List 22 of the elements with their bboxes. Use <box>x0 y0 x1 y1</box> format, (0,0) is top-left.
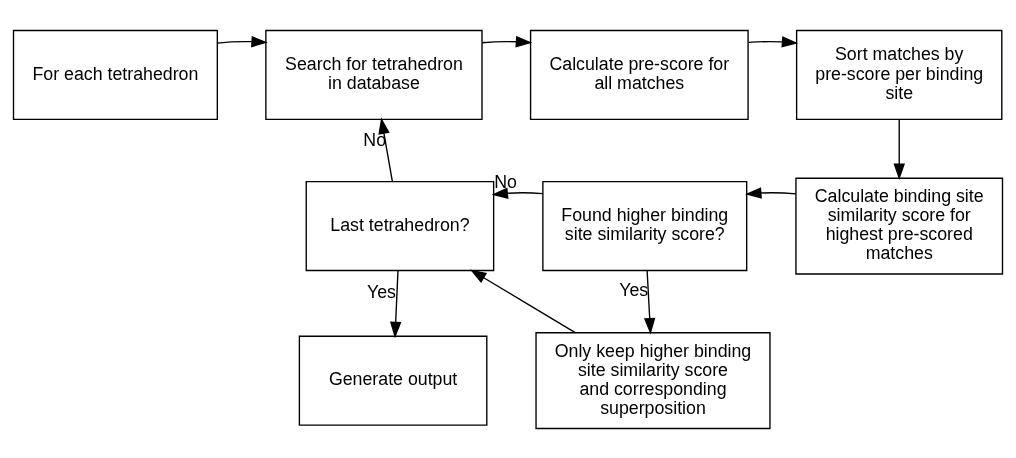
node-box: Search for tetrahedron in database <box>265 29 483 120</box>
node-box: Calculate pre-score for all matches <box>529 29 749 120</box>
edge-label: Yes <box>619 279 649 300</box>
arrow <box>491 186 544 199</box>
node-box: Generate output <box>298 335 488 426</box>
node-box: Calculate binding site similarity score for highest pre-scored matches <box>795 177 1004 275</box>
arrow <box>389 269 402 338</box>
arrow <box>378 117 394 182</box>
node-box: For each tetrahedron <box>12 29 218 120</box>
arrow <box>470 269 576 333</box>
arrow <box>893 118 905 180</box>
edge-label: Yes <box>366 281 396 302</box>
node-box: Sort matches by pre-score per binding site <box>795 29 1003 120</box>
arrow <box>216 35 268 47</box>
arrow <box>745 186 797 199</box>
arrow <box>481 35 533 47</box>
node-box: Found higher binding site similarity score? <box>542 180 748 271</box>
node-box: Last tetrahedron? <box>305 180 495 271</box>
edge-label: No <box>494 171 517 192</box>
arrow <box>747 35 799 48</box>
node-box: Only keep higher binding site similarity score and corresponding superposition <box>535 331 771 429</box>
arrow <box>643 269 656 334</box>
